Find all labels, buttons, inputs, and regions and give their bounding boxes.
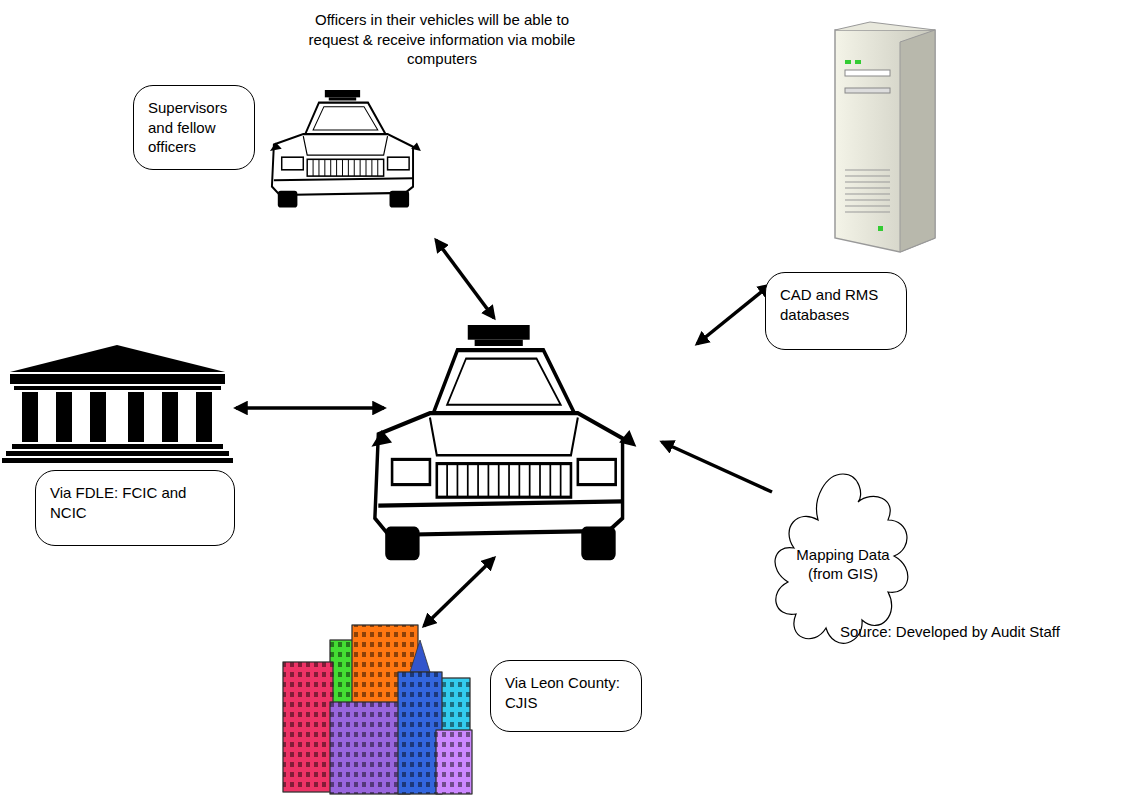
node-text: Mapping Data (from GIS) <box>768 545 918 584</box>
arrow <box>236 240 772 626</box>
rounded-box: CAD and RMS databases <box>765 272 907 350</box>
node-text: Supervisors and fellow officers <box>148 98 240 157</box>
diagram-title: Officers in their vehicles will be able … <box>292 10 592 69</box>
source-caption: Source: Developed by Audit Staff <box>840 622 1060 642</box>
buildings-icon <box>283 625 472 794</box>
node-text: Via FDLE: FCIC and NCIC <box>50 483 220 522</box>
rounded-box: Via Leon County: CJIS <box>490 660 642 732</box>
rounded-box: Supervisors and fellow officers <box>133 85 255 170</box>
rounded-box: Via FDLE: FCIC and NCIC <box>35 470 235 546</box>
node-text: Via Leon County: CJIS <box>505 673 627 712</box>
server-icon <box>835 22 935 252</box>
node-text: CAD and RMS databases <box>780 285 892 324</box>
courthouse-icon <box>2 345 233 463</box>
